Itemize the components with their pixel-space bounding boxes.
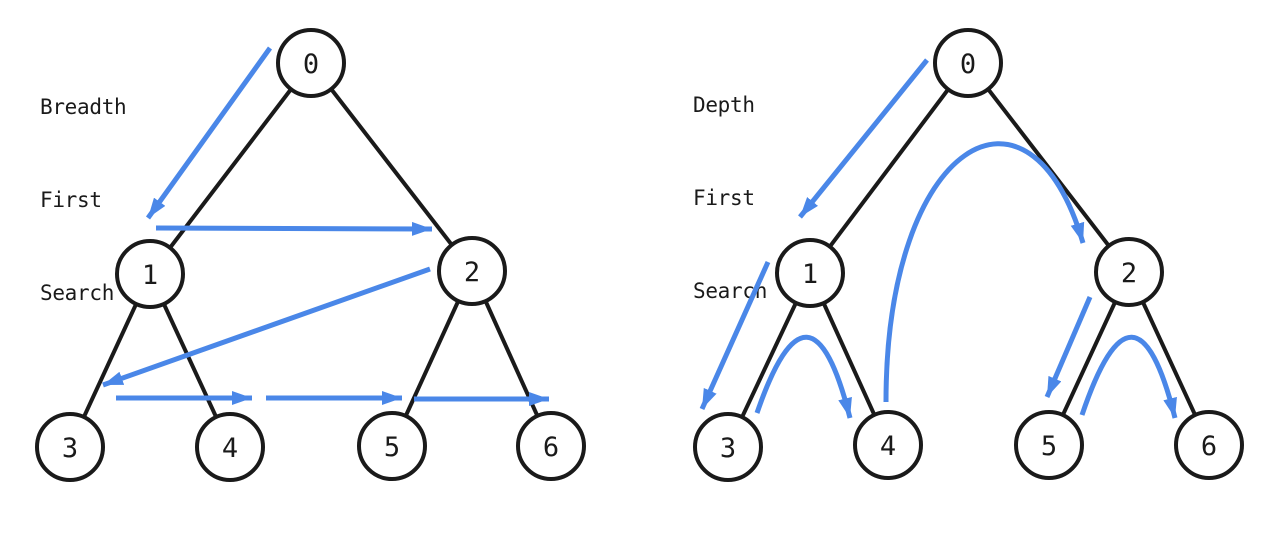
breadth-first-search-node-6: 6 — [516, 411, 586, 481]
breadth-first-search-node-label-3: 3 — [62, 433, 78, 464]
breadth-first-search-node-label-0: 0 — [303, 49, 319, 80]
breadth-first-search-node-label-4: 4 — [222, 433, 238, 464]
edges-layer — [68, 61, 1211, 448]
breadth-first-search-node-5: 5 — [357, 411, 427, 481]
dfs-title-line-2: First — [693, 186, 755, 210]
breadth-first-search-node-circle-2 — [437, 236, 507, 306]
depth-first-search-node-circle-0 — [933, 28, 1003, 98]
breadth-first-search-node-circle-5 — [357, 411, 427, 481]
depth-first-search-node-1: 1 — [775, 238, 845, 308]
depth-first-search-arrow-5-to-6 — [1079, 334, 1178, 419]
depth-first-search-node-label-5: 5 — [1041, 431, 1057, 462]
depth-first-search-node-label-2: 2 — [1121, 258, 1137, 289]
breadth-first-search-node-3: 3 — [35, 412, 105, 482]
breadth-first-search-node-label-6: 6 — [543, 432, 559, 463]
depth-first-search-arrow-2-to-5 — [1044, 296, 1093, 398]
depth-first-search-edge-0-1 — [808, 61, 970, 275]
depth-first-search-node-circle-5 — [1014, 410, 1084, 480]
breadth-first-search-node-circle-4 — [195, 412, 265, 482]
depth-first-search-node-label-3: 3 — [720, 433, 736, 464]
depth-first-search-node-3: 3 — [693, 412, 763, 482]
depth-first-search-node-circle-3 — [693, 412, 763, 482]
depth-first-search-arrow-4-to-2 — [883, 141, 1086, 403]
breadth-first-search-edge-0-1 — [148, 61, 313, 276]
depth-first-search-node-circle-6 — [1174, 410, 1244, 480]
traversal-arrows-layer — [102, 46, 1178, 419]
depth-first-search-node-circle-1 — [775, 238, 845, 308]
breadth-first-search-node-circle-1 — [115, 239, 185, 309]
breadth-first-search-node-4: 4 — [195, 412, 265, 482]
bfs-title: Breadth First Search — [40, 30, 127, 371]
depth-first-search-node-label-6: 6 — [1201, 431, 1217, 462]
bfs-title-line-3: Search — [40, 281, 115, 305]
depth-first-search-node-0: 0 — [933, 28, 1003, 98]
nodes-layer: 0 1 2 3 4 5 6 0 1 2 3 4 5 6 — [35, 28, 1244, 482]
depth-first-search-arrow-3-to-4 — [754, 334, 853, 419]
depth-first-search-node-label-0: 0 — [960, 49, 976, 80]
depth-first-search-node-6: 6 — [1174, 410, 1244, 480]
bfs-title-line-2: First — [40, 188, 102, 212]
breadth-first-search-node-label-5: 5 — [384, 432, 400, 463]
depth-first-search-node-circle-4 — [853, 410, 923, 480]
breadth-first-search-arrow-1-to-2 — [155, 221, 433, 236]
depth-first-search-node-label-1: 1 — [802, 259, 818, 290]
dfs-title-line-1: Depth — [693, 93, 755, 117]
breadth-first-search-node-1: 1 — [115, 239, 185, 309]
breadth-first-search-arrow-2-to-3 — [102, 266, 431, 388]
depth-first-search-node-circle-2 — [1094, 237, 1164, 307]
breadth-first-search-node-circle-3 — [35, 412, 105, 482]
breadth-first-search-node-circle-0 — [276, 28, 346, 98]
breadth-first-search-arrow-0-to-1 — [145, 46, 273, 220]
depth-first-search-node-2: 2 — [1094, 237, 1164, 307]
depth-first-search-arrow-1-to-3 — [699, 260, 771, 411]
breadth-first-search-node-2: 2 — [437, 236, 507, 306]
depth-first-search-arrow-0-to-1 — [798, 58, 929, 219]
bfs-title-line-1: Breadth — [40, 95, 127, 119]
depth-first-search-node-4: 4 — [853, 410, 923, 480]
depth-first-search-node-label-4: 4 — [880, 431, 896, 462]
breadth-first-search-node-0: 0 — [276, 28, 346, 98]
breadth-first-search-node-circle-6 — [516, 411, 586, 481]
breadth-first-search-node-label-1: 1 — [142, 260, 158, 291]
depth-first-search-node-5: 5 — [1014, 410, 1084, 480]
breadth-first-search-edge-0-2 — [309, 61, 474, 273]
breadth-first-search-node-label-2: 2 — [464, 257, 480, 288]
